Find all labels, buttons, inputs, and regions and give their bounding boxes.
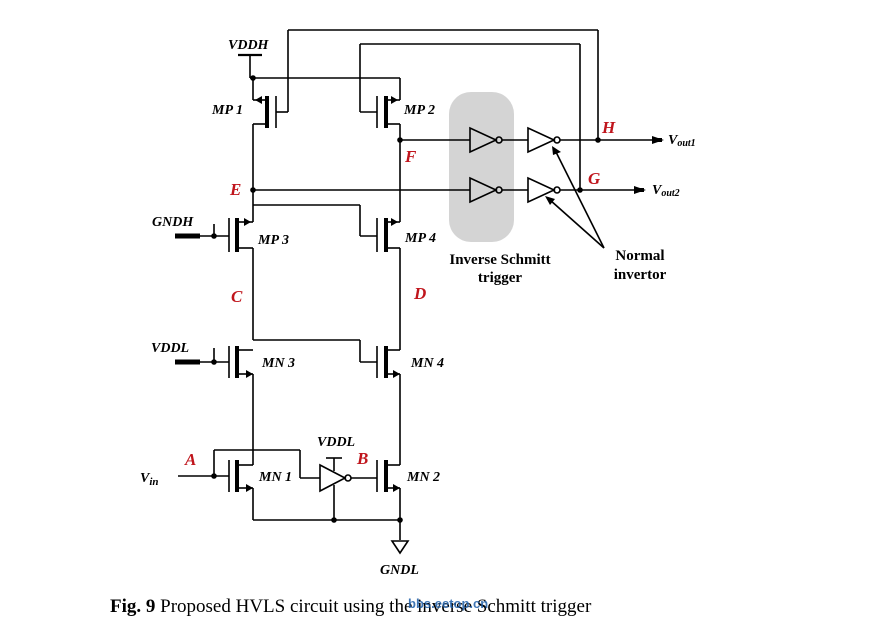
node-e-label: E	[229, 180, 241, 199]
gndl-label: GNDL	[380, 563, 419, 578]
mp3-label: MP 3	[257, 233, 289, 248]
mp2-label: MP 2	[403, 103, 435, 118]
vddl-label-mn3: VDDL	[151, 341, 189, 356]
gndh-label: GNDH	[152, 215, 194, 230]
node-d-label: D	[413, 284, 426, 303]
vddl-label-inverter: VDDL	[317, 435, 355, 450]
vddh-label: VDDH	[228, 38, 270, 53]
inverter-chain-f	[397, 126, 664, 154]
mn3-label: MN 3	[261, 356, 295, 371]
node-h-label: H	[601, 118, 616, 137]
vout2-label: Vout2	[652, 183, 680, 199]
mp4-label: MP 4	[404, 231, 436, 246]
transistor-mp4	[360, 218, 401, 350]
inverter-chain-e	[250, 176, 646, 204]
node-f-label: F	[404, 147, 417, 166]
schmitt-trigger-highlight	[449, 92, 514, 242]
input-inverter	[319, 457, 377, 523]
feedback-wires	[287, 29, 599, 190]
node-a-label: A	[184, 450, 196, 469]
figure-caption: Fig. 9 Proposed HVLS circuit using the i…	[110, 596, 592, 617]
vin-label: Vin	[140, 471, 159, 488]
node-g-label: G	[588, 169, 601, 188]
mp1-label: MP 1	[211, 103, 243, 118]
transistor-mn2	[253, 460, 403, 540]
watermark: bbs.eetop.cn	[408, 596, 488, 611]
node-c-label: C	[231, 287, 243, 306]
ground-symbol	[390, 540, 410, 555]
mn1-label: MN 1	[258, 470, 292, 485]
transistor-mn3	[175, 339, 361, 465]
node-b-label: B	[356, 449, 368, 468]
transistor-mn4	[360, 346, 401, 465]
vout1-label: Vout1	[668, 133, 696, 149]
transistor-mp2	[360, 78, 401, 222]
mn2-label: MN 2	[406, 470, 440, 485]
mn4-label: MN 4	[410, 356, 444, 371]
transistor-mn1	[178, 449, 320, 520]
transistor-mp1	[252, 78, 288, 210]
normal-invertor-arrows	[545, 146, 605, 249]
vddh-supply	[238, 53, 400, 81]
transistor-mp3	[175, 204, 361, 340]
